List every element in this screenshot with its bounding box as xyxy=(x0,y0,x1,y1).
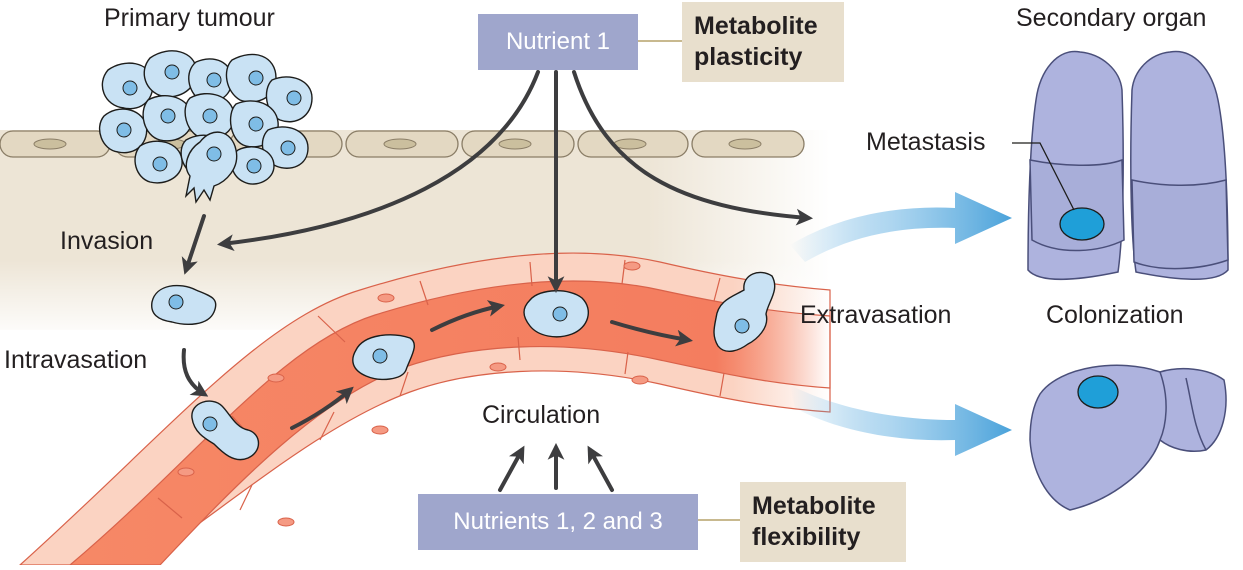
nutrient-1-box: Nutrient 1 xyxy=(478,14,638,70)
arrow-nutrient1-left xyxy=(216,70,540,252)
metabolite-flexibility-box: Metabolite flexibility xyxy=(740,482,906,562)
extravasation-arrow-lung xyxy=(790,192,1012,262)
metabolite-flexibility-line2: flexibility xyxy=(752,523,861,551)
arrow-nutrients-right xyxy=(587,445,614,492)
metabolite-plasticity-box: Metabolite plasticity xyxy=(682,2,844,82)
lung-organ xyxy=(1027,50,1229,280)
liver-organ xyxy=(1029,364,1227,511)
arrow-invasion xyxy=(181,214,206,275)
nutrients-1-2-3-box: Nutrients 1, 2 and 3 xyxy=(418,494,698,550)
arrow-circulation-2 xyxy=(430,300,505,332)
arrow-nutrient1-right xyxy=(572,70,814,226)
invading-cell xyxy=(151,284,217,325)
extravasating-cell xyxy=(713,271,776,353)
arrow-circulation-3 xyxy=(610,320,693,347)
label-primary-tumour: Primary tumour xyxy=(104,4,275,32)
metastasis-leader-line xyxy=(1012,142,1075,211)
blood-vessel xyxy=(18,252,831,566)
arrow-nutrients-left xyxy=(498,445,525,492)
metabolite-plasticity-line1: Metabolite xyxy=(694,12,818,40)
arrow-intravasation xyxy=(181,348,209,397)
label-invasion: Invasion xyxy=(60,227,154,255)
extravasation-arrow-liver xyxy=(790,385,1012,456)
label-extravasation: Extravasation xyxy=(800,301,952,329)
metastasis-lesion-liver xyxy=(1077,375,1119,409)
label-circulation: Circulation xyxy=(482,401,601,429)
arrow-circulation-1 xyxy=(290,386,354,430)
metabolite-plasticity-line2: plasticity xyxy=(694,43,803,71)
primary-tumour-cluster xyxy=(99,50,313,204)
label-intravasation: Intravasation xyxy=(4,346,148,374)
label-colonization: Colonization xyxy=(1046,301,1184,329)
label-metastasis: Metastasis xyxy=(866,128,986,156)
intravasating-cell xyxy=(191,400,260,461)
label-secondary-organ: Secondary organ xyxy=(1016,4,1207,32)
metastasis-lesion-lung xyxy=(1059,207,1105,241)
metabolite-flexibility-line1: Metabolite xyxy=(752,492,876,520)
